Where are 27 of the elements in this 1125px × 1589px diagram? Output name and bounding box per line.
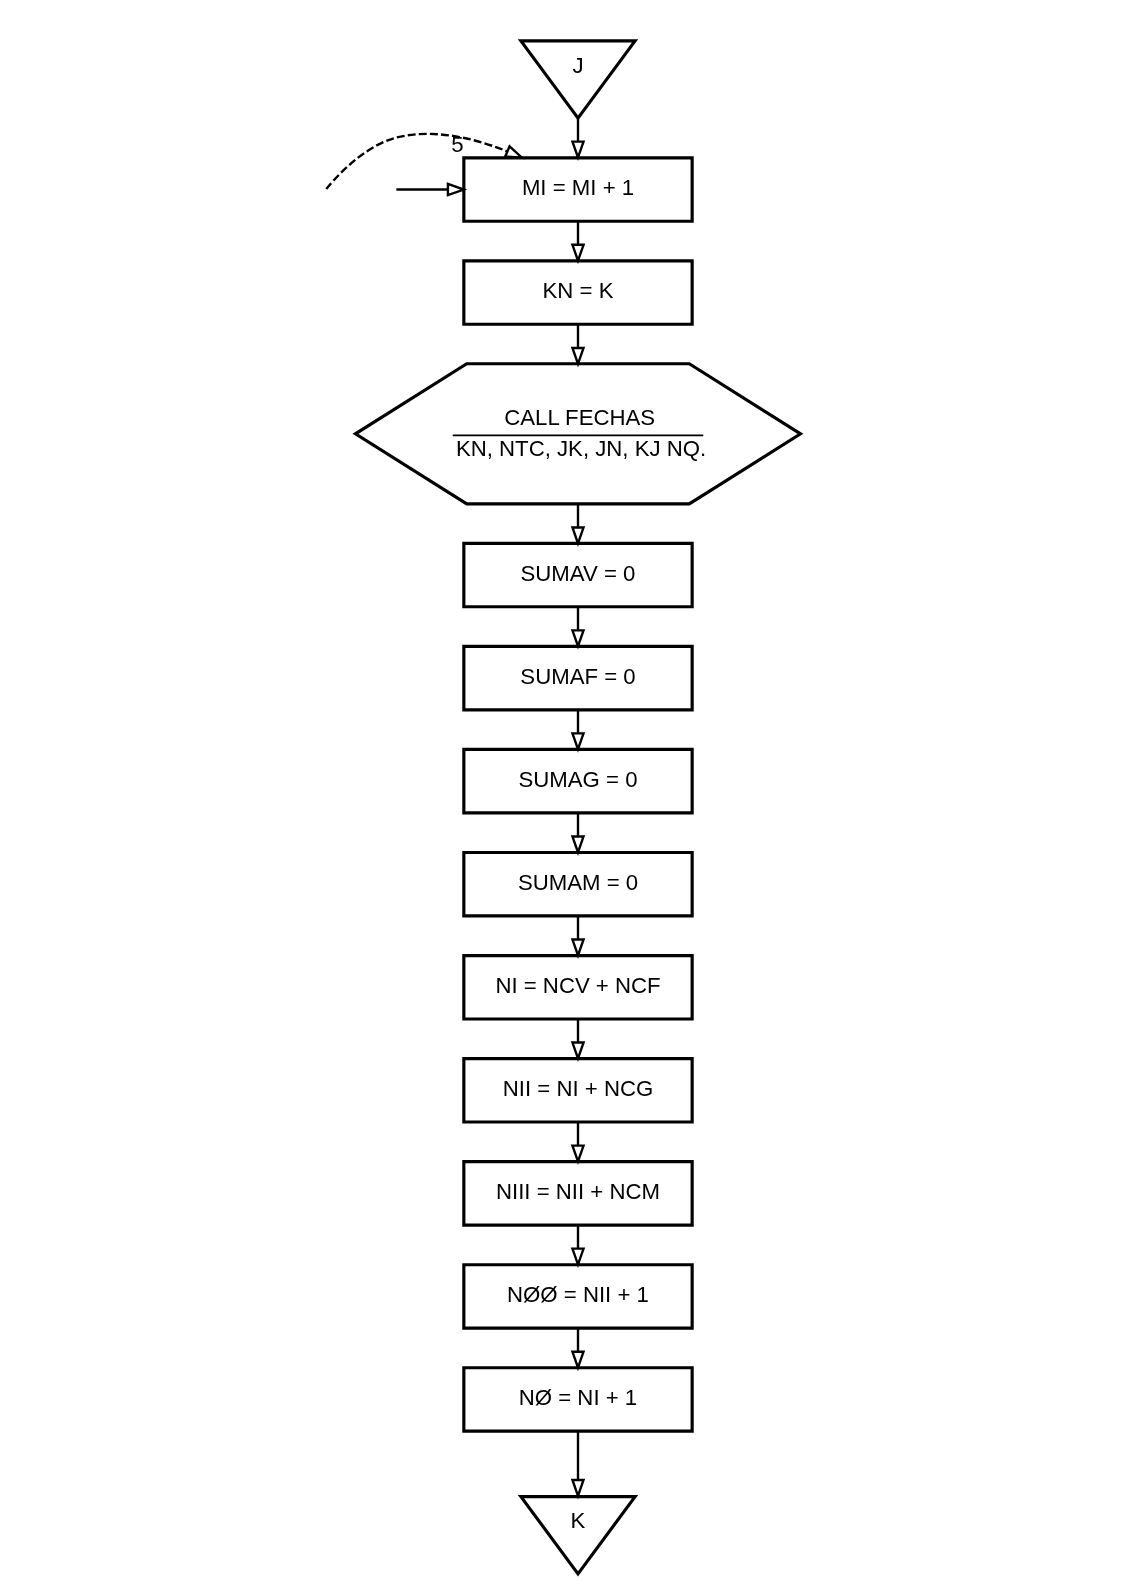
arrow	[570, 1431, 585, 1500]
node-box: NØ = NI + 1	[461, 1366, 694, 1433]
node-box: NIII = NII + NCM	[461, 1160, 694, 1227]
arrow	[395, 182, 467, 197]
node-box: SUMAV = 0	[461, 541, 694, 609]
arrow	[570, 1019, 585, 1062]
node-label: 5	[450, 131, 464, 157]
arrow	[324, 132, 525, 190]
arrow	[570, 504, 585, 547]
node-box: SUMAG = 0	[461, 747, 694, 815]
arrow	[570, 1328, 585, 1372]
arrow	[570, 916, 585, 959]
node-box: NII = NI + NCG	[461, 1057, 694, 1124]
arrow	[570, 221, 585, 265]
arrow	[570, 607, 585, 650]
arrow	[570, 118, 585, 162]
node-box: SUMAM = 0	[461, 850, 694, 918]
node-box: SUMAF = 0	[461, 644, 694, 712]
arrow	[570, 710, 585, 753]
node-box: NØØ = NII + 1	[461, 1263, 694, 1330]
node-box: NI = NCV + NCF	[461, 954, 694, 1021]
arrow	[570, 813, 585, 856]
node-box: MI = MI + 1	[461, 156, 694, 223]
arrow	[570, 1225, 585, 1269]
arrow	[570, 324, 585, 368]
arrow	[570, 1122, 585, 1166]
node-box: KN = K	[461, 259, 694, 326]
